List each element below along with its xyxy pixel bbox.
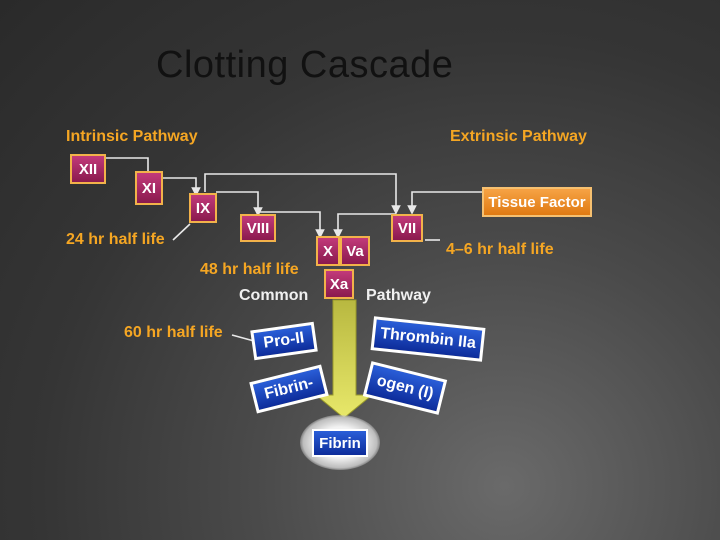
half-life-24hr: 24 hr half life [66, 231, 165, 248]
factor-viii-box: VIII [240, 214, 276, 242]
factor-xa-box: Xa [324, 269, 354, 299]
connector-ix-top [204, 173, 401, 215]
pointer-60hr [231, 334, 255, 342]
half-life-60hr: 60 hr half life [124, 324, 223, 341]
factor-vii-box: VII [391, 214, 423, 242]
common-pathway-arrow [314, 299, 374, 419]
slide-title: Clotting Cascade [156, 44, 454, 86]
pointer-24hr [172, 223, 191, 241]
extrinsic-pathway-label: Extrinsic Pathway [450, 128, 587, 145]
factor-xii-box: XII [70, 154, 106, 184]
half-life-4-6hr: 4–6 hr half life [446, 241, 554, 258]
connector-xi-ix [148, 177, 201, 197]
connector-viii-x [258, 211, 325, 239]
intrinsic-pathway-label: Intrinsic Pathway [66, 128, 198, 145]
pathway-label: Pathway [366, 287, 431, 304]
factor-x-box: X [316, 236, 340, 266]
fibrin-box: Fibrin [312, 429, 368, 457]
connector-vii-x [333, 213, 396, 239]
tissue-factor-box: Tissue Factor [482, 187, 592, 217]
connector-tf-vii [407, 191, 482, 215]
connector-ix-viii [216, 191, 263, 217]
factor-ix-box: IX [189, 193, 217, 223]
half-life-48hr: 48 hr half life [200, 261, 299, 278]
factor-va-box: Va [340, 236, 370, 266]
common-label: Common [239, 287, 309, 304]
factor-xi-box: XI [135, 171, 163, 205]
